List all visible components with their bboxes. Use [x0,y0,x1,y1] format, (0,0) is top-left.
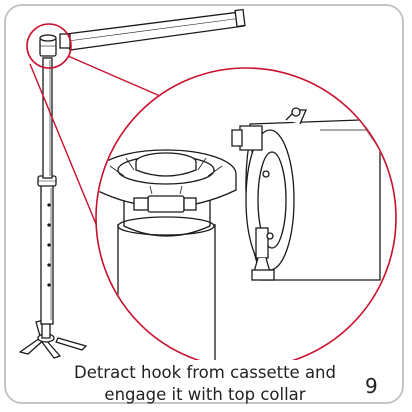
screen-cassette [59,8,246,51]
stand-base [19,319,87,359]
instruction-caption: Detract hook from cassette and engage it… [60,362,350,406]
top-collar [39,34,57,57]
assembly-illustration [19,8,397,360]
cassette-hook [251,170,275,281]
step-number: 9 [365,374,378,398]
instruction-line-2: engage it with top collar [104,385,306,404]
highlight-circle-small [26,23,72,69]
zoom-detail-circle [95,67,397,360]
cassette-end [231,107,381,281]
instruction-line-1: Detract hook from cassette and [73,363,336,382]
stand-pole [37,57,57,325]
